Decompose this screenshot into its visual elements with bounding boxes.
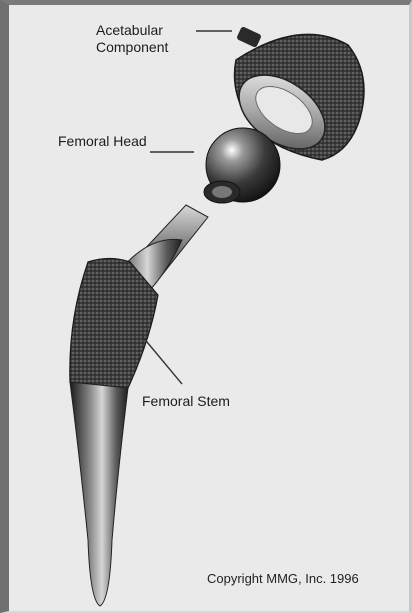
- femoral-stem-label: Femoral Stem: [142, 393, 230, 410]
- acetabular-component-label: Acetabular Component: [96, 22, 168, 56]
- femoral-head-label: Femoral Head: [58, 133, 147, 150]
- femoral-stem-leader-line: [142, 336, 182, 384]
- acetabular-label-line1: Acetabular: [96, 22, 168, 39]
- copyright-notice: Copyright MMG, Inc. 1996: [207, 570, 359, 587]
- femoral-head: [204, 128, 280, 203]
- acetabular-label-line2: Component: [96, 39, 168, 56]
